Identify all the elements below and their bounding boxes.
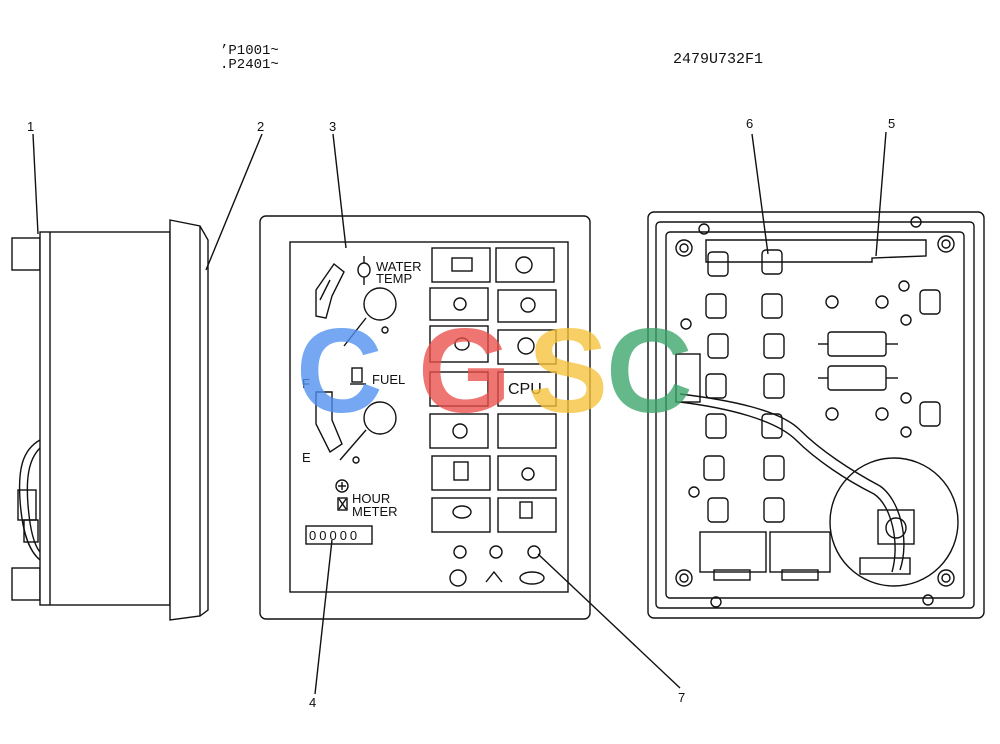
leader-lines bbox=[32, 131, 887, 695]
callout-1: 1 bbox=[27, 119, 34, 134]
callout-3: 3 bbox=[329, 119, 336, 134]
callout-2: 2 bbox=[257, 119, 264, 134]
callout-7: 7 bbox=[678, 690, 685, 705]
watermark-letter-g: G bbox=[418, 304, 511, 438]
serial-range-1: ’P1001~ bbox=[220, 43, 279, 59]
callout-4: 4 bbox=[309, 695, 316, 710]
side-view-housing bbox=[11, 219, 209, 621]
fuel-full-mark: F bbox=[302, 376, 310, 391]
serial-range-2: .P2401~ bbox=[220, 57, 279, 73]
watermark-letter-s: S bbox=[528, 304, 608, 438]
part-code: 2479U732F1 bbox=[673, 51, 764, 68]
callout-5: 5 bbox=[888, 116, 895, 131]
water-temp-label-2: TEMP bbox=[376, 271, 412, 286]
watermark-logo: C G S C bbox=[296, 304, 693, 438]
hour-meter-digits: 00000 bbox=[309, 528, 360, 543]
fuel-label: FUEL bbox=[372, 372, 405, 387]
bulb-sockets bbox=[703, 249, 941, 523]
water-temp-label-1: WATER bbox=[376, 259, 422, 274]
hour-meter-label-1: HOUR bbox=[352, 491, 390, 506]
hour-meter-label-2: METER bbox=[352, 504, 398, 519]
rear-view-housing bbox=[647, 211, 985, 619]
warning-lamp-grid bbox=[429, 247, 557, 587]
fuel-empty-mark: E bbox=[302, 450, 311, 465]
callout-6: 6 bbox=[746, 116, 753, 131]
watermark-letter-c1: C bbox=[296, 304, 383, 438]
cpu-label: CPU bbox=[508, 381, 542, 398]
watermark-letter-c2: C bbox=[606, 304, 693, 438]
front-panel bbox=[259, 215, 591, 620]
